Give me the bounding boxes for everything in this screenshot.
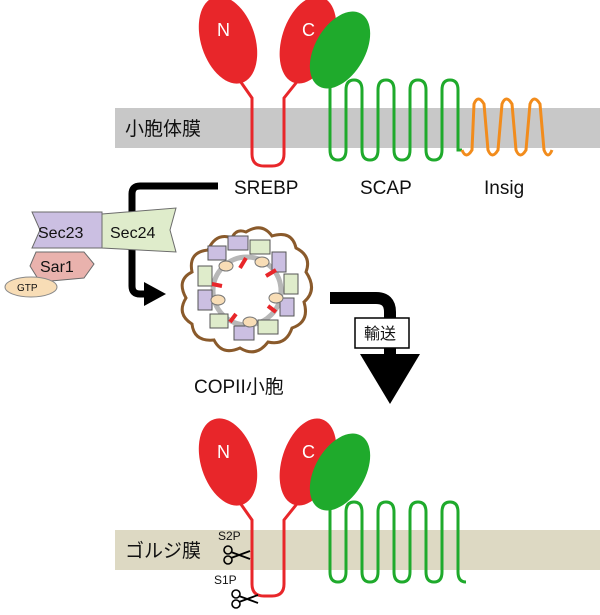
cargo-bar-3	[266, 304, 278, 314]
coat-sec24-5	[197, 265, 213, 287]
sar1-label: Sar1	[40, 259, 74, 276]
copii-vesicle	[180, 226, 313, 354]
coat-sec23-3	[279, 297, 295, 317]
scap-label: SCAP	[360, 178, 412, 199]
scap-helices-bottom	[328, 500, 467, 584]
srebp-n-label-top: N	[217, 20, 230, 40]
sec23-shape	[31, 211, 103, 249]
er-membrane	[115, 108, 600, 148]
cargo-bar-2	[264, 268, 278, 278]
sec24-label: Sec24	[110, 225, 155, 242]
scap-helices-top	[328, 78, 462, 162]
cargo-bar-4	[228, 312, 238, 324]
srebp-label: SREBP	[234, 178, 298, 199]
coat-sar1-2	[268, 292, 284, 304]
srebp-linker-top	[236, 77, 302, 168]
scissors-icon	[223, 545, 251, 565]
scap-domain-top	[309, 11, 371, 89]
transport-arrow-head	[360, 354, 420, 404]
srebp-c-label-bottom: C	[302, 442, 315, 462]
coat-sec24-2	[283, 273, 299, 295]
golgi-membrane-label: ゴルジ膜	[125, 540, 201, 562]
coat-sec23-6	[207, 245, 227, 261]
gtp-shape	[4, 276, 58, 298]
coat-sar1-3	[242, 316, 258, 328]
sec24-shape	[101, 207, 177, 253]
coat-sec24-3	[257, 319, 279, 335]
coat-sec23-4	[233, 325, 255, 341]
coat-sec23-2	[271, 251, 287, 273]
scissors-icon	[231, 589, 259, 609]
srebp-linker-bottom	[236, 499, 302, 598]
bent-arrow-head	[144, 282, 166, 306]
er-membrane-label: 小胞体膜	[125, 118, 201, 140]
cargo-bar-1	[238, 256, 248, 270]
coat-sec24-1	[249, 239, 271, 255]
insig-helices	[460, 97, 554, 157]
gtp-label: GTP	[17, 283, 38, 294]
coat-sec23-5	[197, 289, 213, 311]
transport-arrow-line	[330, 292, 396, 356]
sec23-label: Sec23	[38, 225, 83, 242]
coat-sec23-1	[227, 235, 249, 251]
coat-sec24-4	[209, 313, 229, 329]
transport-label-box	[354, 317, 410, 349]
coat-sar1-5	[218, 260, 234, 272]
srebp-n-domain-top	[198, 0, 258, 84]
cargo-bar-5	[211, 282, 223, 288]
s1p-label: S1P	[214, 573, 237, 587]
scap-domain-bottom	[309, 433, 371, 511]
insig-label: Insig	[484, 178, 524, 199]
copii-label: COPII小胞	[194, 376, 284, 398]
srebp-c-label-top: C	[302, 20, 315, 40]
transport-label: 輸送	[364, 325, 396, 343]
sar1-shape	[29, 251, 95, 283]
s2p-label: S2P	[218, 529, 241, 543]
coat-sar1-4	[210, 294, 226, 306]
coat-sar1-1	[254, 256, 270, 268]
golgi-membrane	[115, 530, 600, 570]
srebp-n-domain-bottom	[198, 418, 258, 506]
srebp-n-label-bottom: N	[217, 442, 230, 462]
